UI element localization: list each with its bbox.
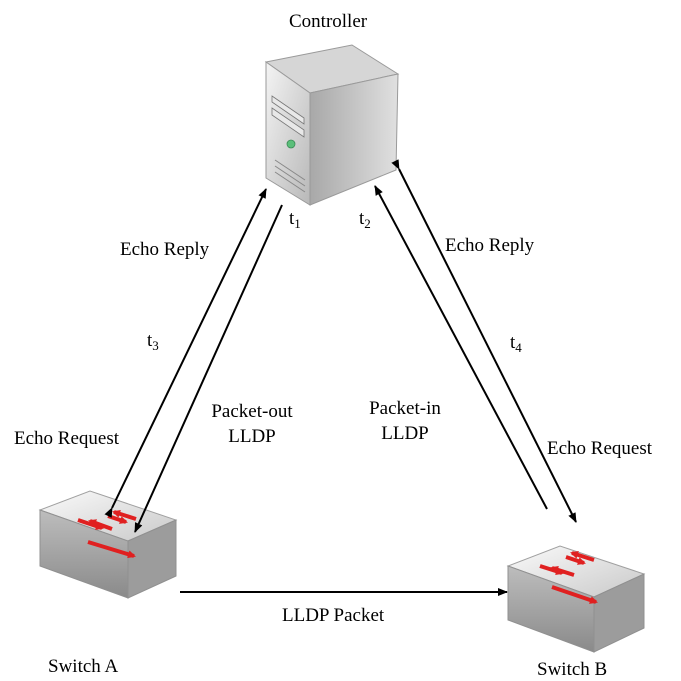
server-icon bbox=[264, 44, 400, 206]
switch-b-label: Switch B bbox=[537, 659, 608, 680]
t1-base: t bbox=[289, 208, 295, 229]
packet-out-arrow bbox=[134, 204, 283, 533]
echo-reply-left-label: Echo Reply bbox=[120, 239, 210, 260]
packet-in-line1: Packet-in bbox=[369, 398, 441, 419]
switch-a-label: Switch A bbox=[48, 656, 119, 677]
t4-sub: 4 bbox=[515, 340, 522, 355]
packet-out-line1: Packet-out bbox=[211, 401, 293, 422]
packet-in-label: Packet-in LLDP bbox=[355, 399, 455, 443]
t3-base: t bbox=[147, 330, 153, 351]
t2-sub: 2 bbox=[364, 216, 371, 231]
packet-out-line2: LLDP bbox=[228, 426, 276, 447]
t2-base: t bbox=[359, 208, 365, 229]
echo-request-left-label: Echo Request bbox=[14, 428, 120, 449]
packet-in-line2: LLDP bbox=[381, 423, 429, 444]
t3-sub: 3 bbox=[152, 338, 159, 353]
timestamp-t4: t4 bbox=[510, 333, 522, 354]
timestamp-t2: t2 bbox=[359, 209, 371, 230]
lldp-packet-label: LLDP Packet bbox=[282, 605, 385, 626]
echo-right-arrow bbox=[391, 159, 577, 523]
t4-base: t bbox=[510, 332, 516, 353]
echo-left-arrow bbox=[104, 188, 267, 518]
timestamp-t3: t3 bbox=[147, 331, 159, 352]
timestamp-t1: t1 bbox=[289, 209, 301, 230]
echo-request-right-label: Echo Request bbox=[547, 438, 653, 459]
network-switch-icon bbox=[506, 545, 646, 653]
network-switch-icon bbox=[38, 490, 178, 599]
t1-sub: 1 bbox=[294, 216, 301, 231]
controller-label: Controller bbox=[289, 11, 368, 32]
echo-reply-right-label: Echo Reply bbox=[445, 235, 535, 256]
packet-out-label: Packet-out LLDP bbox=[196, 402, 308, 446]
